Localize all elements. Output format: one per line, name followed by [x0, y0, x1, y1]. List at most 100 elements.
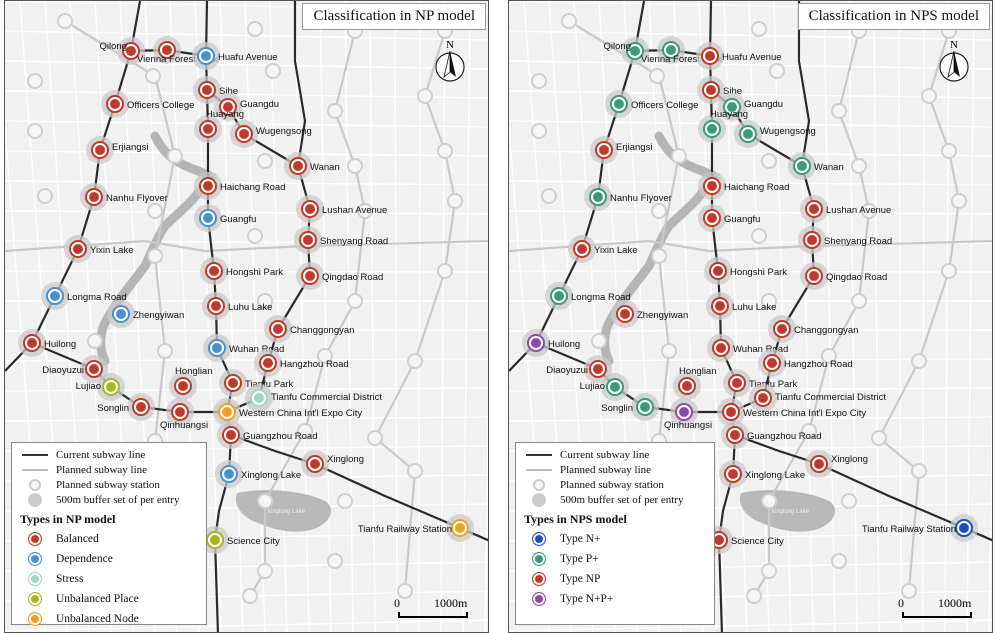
planned-station	[447, 193, 463, 209]
planned-station	[27, 123, 43, 139]
planned-station	[651, 248, 667, 264]
planned-station	[651, 203, 667, 219]
planned-station	[661, 343, 677, 359]
station-label: Xinglong Lake	[241, 470, 301, 481]
planned-station	[347, 293, 363, 309]
station-label: Wuhan Road	[733, 344, 788, 355]
planned-station	[746, 588, 762, 604]
planned-station	[671, 148, 687, 164]
station-label: Changgongyan	[290, 325, 354, 336]
station-label: Qilong	[604, 41, 631, 52]
station-label: Xinglong	[831, 454, 868, 465]
station-marker: Hongshi Park	[704, 257, 787, 285]
planned-station	[761, 293, 777, 309]
station-core	[727, 102, 737, 112]
nps-legend: Current subway line Planned subway line …	[515, 442, 715, 625]
station-core	[126, 46, 136, 56]
station-marker: Huayang	[194, 109, 244, 143]
station-marker: Qilong	[604, 37, 649, 65]
station-label: Guangzhou Road	[243, 431, 317, 442]
planned-station	[437, 263, 453, 279]
station-core	[455, 523, 465, 533]
station-marker: Haichang Road	[194, 172, 286, 200]
station-core	[705, 51, 715, 61]
station-label: Hongshi Park	[226, 267, 283, 278]
planned-station	[851, 293, 867, 309]
station-core	[577, 244, 587, 254]
station-label: Wuhan Road	[229, 344, 284, 355]
planned-station	[769, 63, 785, 79]
planned-station	[145, 68, 161, 84]
station-core	[809, 271, 819, 281]
station-label: Guangfu	[724, 214, 760, 225]
station-core	[162, 45, 172, 55]
planned-station	[147, 203, 163, 219]
station-core	[614, 99, 624, 109]
station-marker: Guangzhou Road	[217, 421, 317, 449]
station-label: Science City	[731, 536, 784, 547]
planned-station	[247, 228, 263, 244]
station-core	[593, 192, 603, 202]
planned-station	[911, 353, 927, 369]
nps-legend-types-title: Types in NPS model	[524, 512, 627, 526]
station-label: Science City	[227, 536, 280, 547]
station-marker: Western China Int'l Expo City	[213, 398, 362, 426]
station-marker: Tianfu Railway Station	[358, 514, 474, 542]
station-core	[50, 291, 60, 301]
station-marker: Sihe	[193, 76, 238, 104]
station-core	[310, 459, 320, 469]
scale-bar: 0 1000m	[394, 596, 474, 622]
station-marker: Changgongyan	[768, 315, 858, 343]
station-label: Songlin	[97, 403, 129, 414]
planned-station	[87, 333, 103, 349]
planned-station	[821, 348, 837, 364]
station-core	[707, 181, 717, 191]
legend-type-stress: Stress	[56, 573, 84, 585]
station-label: Tianfu Park	[749, 379, 797, 390]
station-label: Yixin Lake	[594, 245, 637, 256]
station-label: Shenyang Road	[320, 236, 388, 247]
station-label: Lushan Avenue	[322, 205, 387, 216]
scale-distance: 1000m	[938, 596, 972, 610]
station-label: Guangfu	[220, 214, 256, 225]
station-core	[202, 85, 212, 95]
legend-type-n-plus: Type N+	[560, 533, 601, 545]
station-core	[706, 85, 716, 95]
planned-station	[397, 583, 413, 599]
station-core	[226, 430, 236, 440]
station-label: Qinhuangsi	[664, 420, 712, 431]
planned-station	[265, 63, 281, 79]
station-marker: Nanhu Flyover	[584, 183, 672, 211]
lake-label: Xinglong Lake	[771, 509, 810, 515]
planned-station	[57, 13, 73, 29]
station-label: Longma Road	[571, 292, 631, 303]
planned-station	[407, 353, 423, 369]
station-core	[531, 338, 541, 348]
legend-planned-station: Planned subway station	[560, 478, 664, 491]
legend-current-line: Current subway line	[560, 448, 650, 461]
station-marker: Hangzhou Road	[254, 349, 349, 377]
station-label: Tianfu Commercial District	[271, 392, 382, 403]
station-marker: Wuhan Road	[203, 334, 284, 362]
station-marker: Nanhu Flyover	[80, 183, 168, 211]
station-marker: Tianfu Park	[723, 369, 797, 397]
station-core	[303, 235, 313, 245]
station-label: Xinglong	[327, 454, 364, 465]
station-label: Vienna Forest Park	[641, 54, 722, 65]
legend-planned-line: Planned subway line	[560, 463, 652, 476]
scale-bar: 0 1000m	[898, 596, 978, 622]
station-marker: Changgongyan	[264, 315, 354, 343]
planned-station	[257, 493, 273, 509]
lake-label: Xinglong Lake	[267, 509, 306, 515]
station-marker: Zhengyiwan	[107, 300, 184, 328]
station-core	[178, 381, 188, 391]
planned-station	[147, 248, 163, 264]
legend-type-p-plus: Type P+	[560, 553, 599, 565]
station-label: Guangdu	[744, 99, 783, 110]
station-marker: Hongshi Park	[200, 257, 283, 285]
station-label: Wanan	[814, 162, 844, 173]
planned-station	[591, 333, 607, 349]
np-legend: Current subway line Planned subway line …	[11, 442, 207, 626]
station-label: Officers College	[127, 100, 194, 111]
